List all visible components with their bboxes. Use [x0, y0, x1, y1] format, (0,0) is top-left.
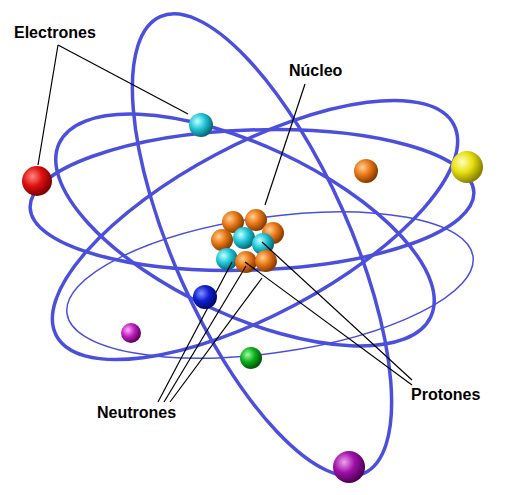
electron-orbit: [23, 66, 466, 393]
electron: [240, 347, 262, 369]
electrons: [22, 113, 483, 483]
electron: [22, 166, 52, 196]
electron-orbit: [16, 49, 493, 410]
part-label: Núcleo: [289, 62, 342, 80]
leader-line: [158, 262, 232, 402]
part-label: Neutrones: [97, 404, 176, 422]
part-label: Protones: [411, 386, 480, 404]
electron: [333, 451, 365, 483]
leader-line: [245, 262, 412, 385]
leader-line: [164, 266, 246, 402]
leader-line: [262, 242, 412, 380]
proton: [216, 248, 238, 270]
electron: [451, 151, 483, 183]
leader-line: [58, 45, 188, 114]
neutron: [211, 229, 233, 251]
electron-orbit: [80, 0, 444, 495]
electron: [354, 159, 378, 183]
electron-orbit: [28, 122, 477, 277]
proton: [233, 227, 255, 249]
electron: [121, 323, 141, 343]
electron: [189, 113, 213, 137]
leader-line: [170, 278, 262, 402]
electron: [193, 285, 217, 309]
leader-lines: [38, 45, 412, 402]
leader-line: [38, 45, 58, 165]
electron-orbit: [58, 189, 483, 381]
part-label: Electrones: [14, 24, 96, 42]
leader-line: [265, 84, 305, 205]
